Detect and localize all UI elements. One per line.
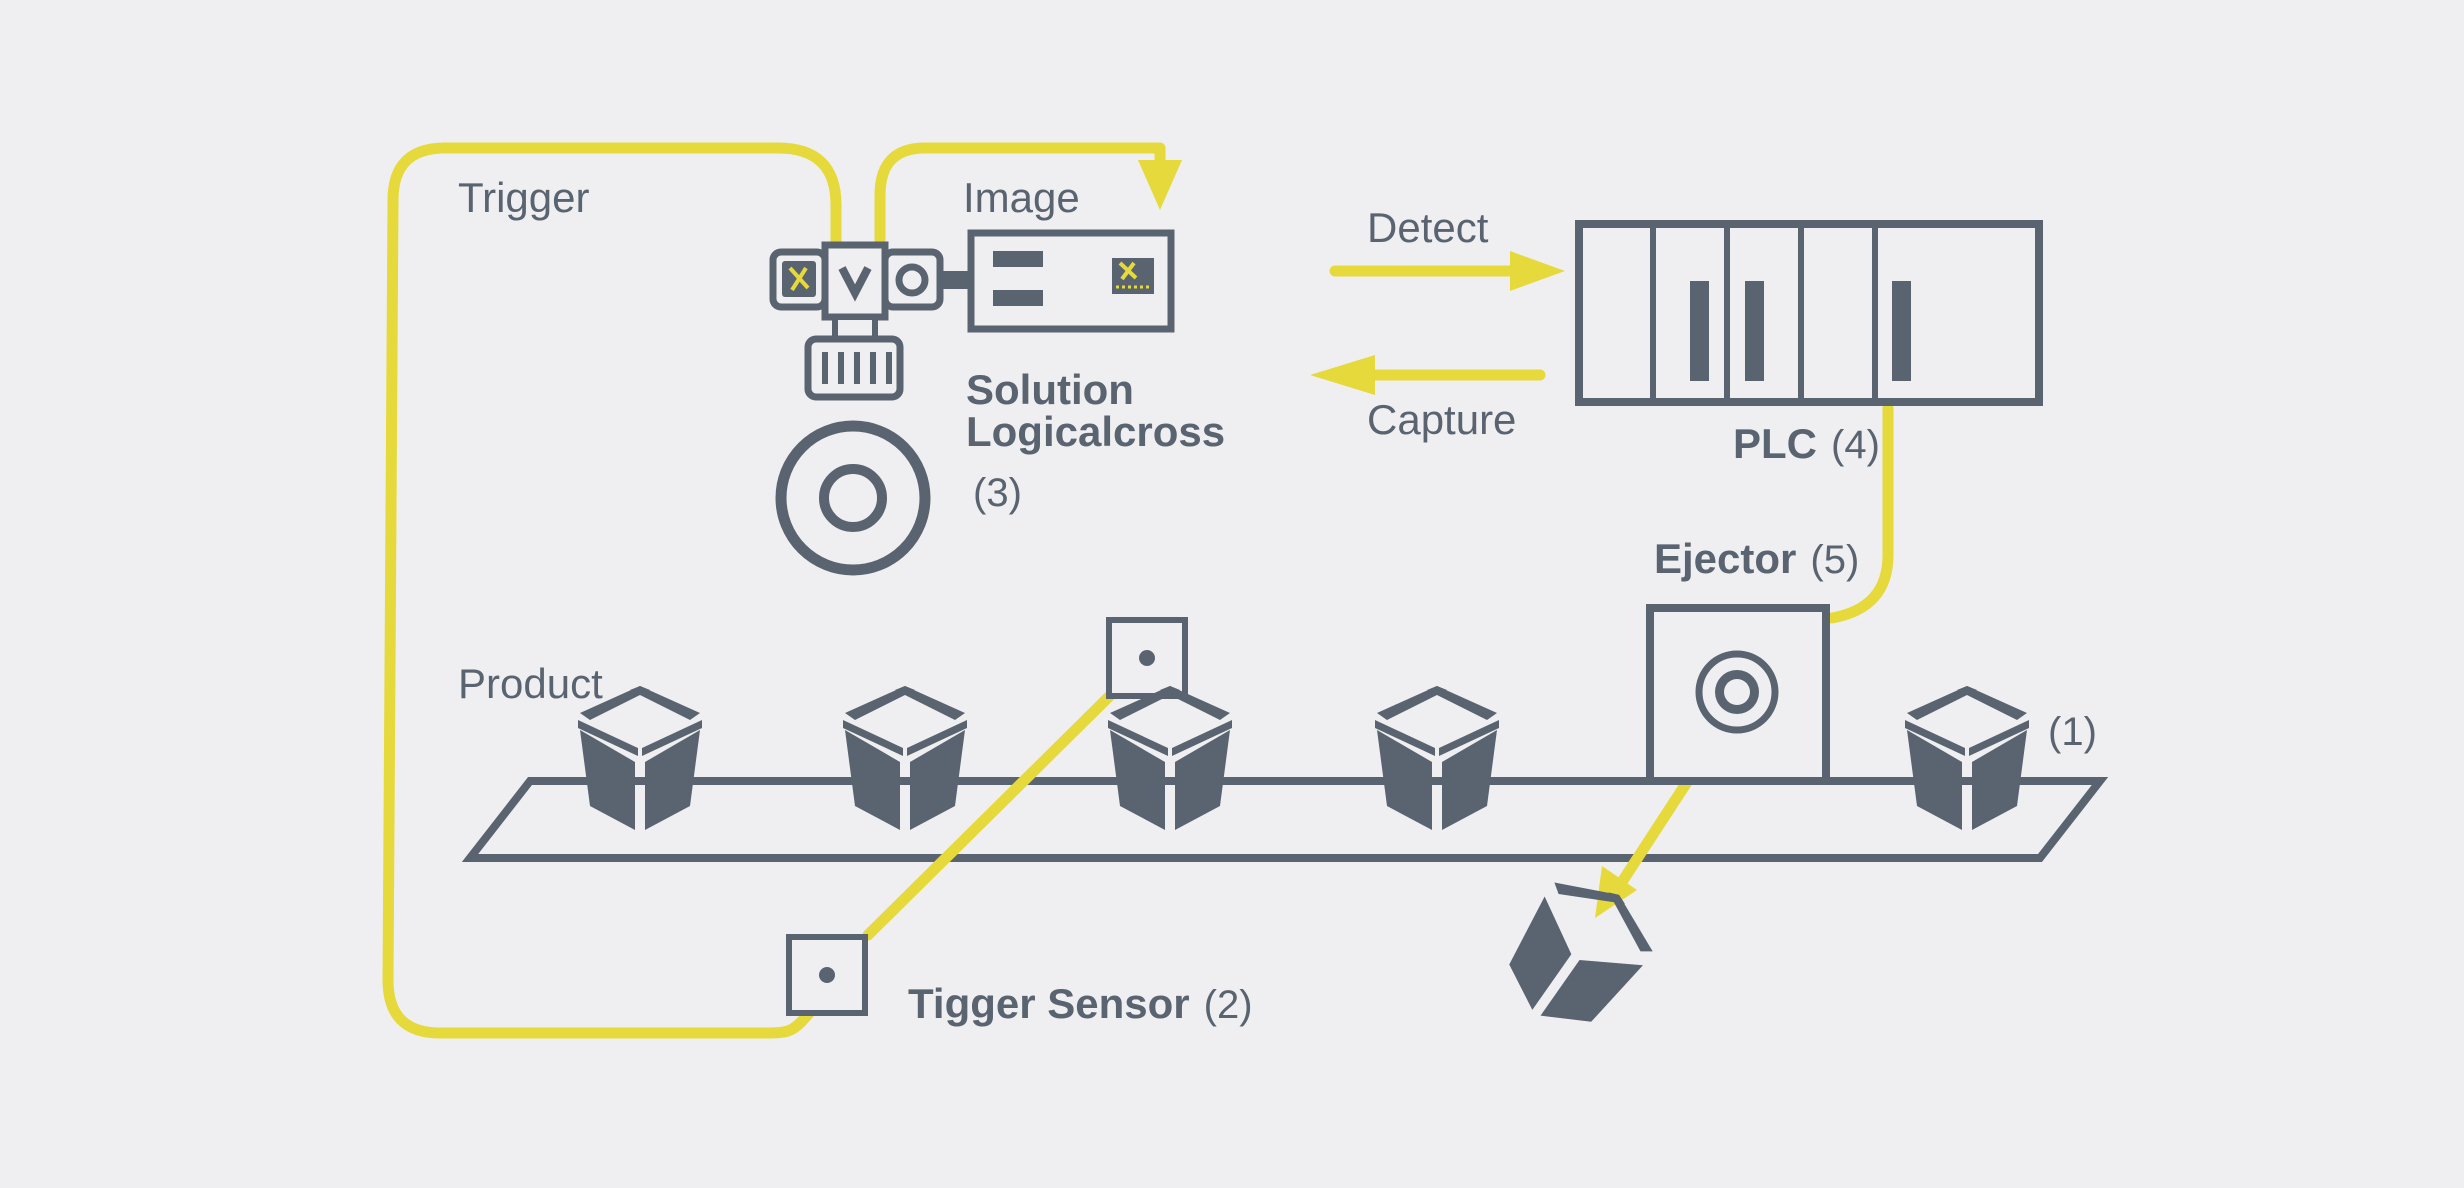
- box-icon: [1108, 686, 1232, 830]
- sensor-icon: [1106, 617, 1188, 699]
- ejection-arrow-icon: [1595, 866, 1637, 918]
- detect-arrow-icon: [1510, 251, 1565, 291]
- controller-icon: [967, 229, 1175, 333]
- ejector-icon: [1646, 604, 1830, 785]
- detect-label: Detect: [1367, 204, 1489, 251]
- plc-ejector-line: [1826, 402, 1894, 624]
- plc-caption: PLC (4): [1733, 420, 1880, 467]
- trigger-sensor-icon: [786, 934, 868, 1016]
- solution-label-line2: Logicalcross: [966, 408, 1225, 455]
- box-icon: [578, 686, 702, 830]
- product-label: Product: [458, 660, 603, 707]
- capture-arrow-icon: [1310, 355, 1375, 395]
- sensor-number: (2): [1204, 983, 1253, 1027]
- product-number: (1): [2048, 710, 2097, 754]
- camera-icon: [769, 241, 970, 576]
- ejector-number: (5): [1810, 538, 1859, 582]
- ejected-box-icon: [1509, 882, 1653, 1022]
- ejector-caption: Ejector (5): [1654, 535, 1859, 582]
- signal-lines: [382, 142, 1894, 1039]
- plc-label: PLC: [1733, 420, 1817, 467]
- conveyor-icon: [461, 777, 2109, 862]
- image-signal-line: [874, 142, 1166, 256]
- ejector-label: Ejector: [1654, 535, 1796, 582]
- plc-number: (4): [1831, 423, 1880, 467]
- capture-label: Capture: [1367, 396, 1516, 443]
- box-icon: [1905, 686, 2029, 830]
- box-icon: [1375, 686, 1499, 830]
- plc-icon: [1575, 220, 2043, 406]
- sensor-caption: Tigger Sensor (2): [908, 980, 1253, 1027]
- image-label: Image: [963, 174, 1080, 221]
- trigger-label: Trigger: [458, 174, 589, 221]
- sensor-beam-line: [862, 652, 1154, 941]
- image-arrow-icon: [1138, 160, 1182, 210]
- solution-number: (3): [973, 471, 1022, 515]
- box-icon: [843, 686, 967, 830]
- solution-label-line1: Solution: [966, 366, 1134, 413]
- trigger-signal-line: [382, 142, 842, 1039]
- sensor-label: Tigger Sensor: [908, 980, 1190, 1027]
